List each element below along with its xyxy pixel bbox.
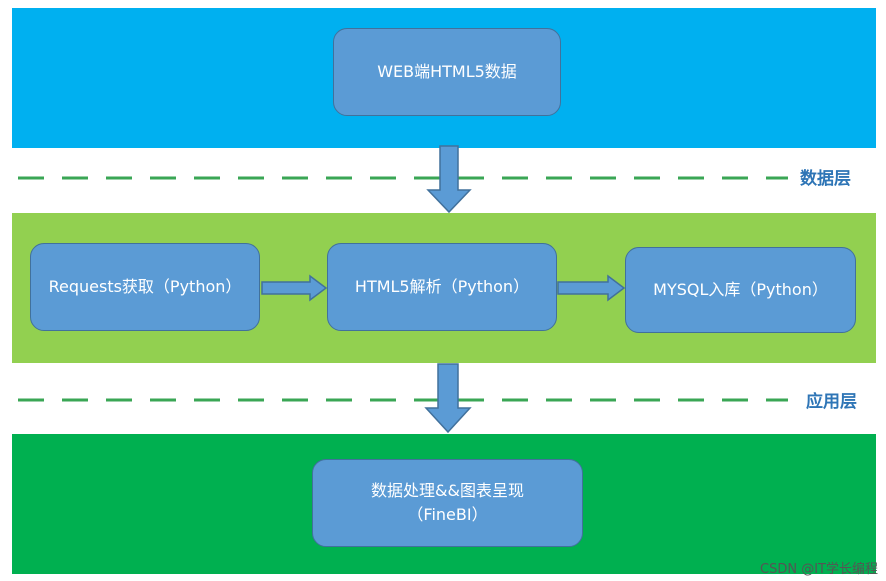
finebi-visualization-node: 数据处理&&图表呈现 （FineBI）	[312, 459, 583, 547]
data-layer-label: 数据层	[800, 169, 851, 189]
web-html5-data-node: WEB端HTML5数据	[333, 28, 561, 116]
right-arrow-1	[261, 274, 328, 302]
html5-parse-node: HTML5解析（Python）	[327, 243, 557, 331]
finebi-line2-label: （FineBI）	[407, 505, 488, 524]
mysql-store-node: MYSQL入库（Python）	[625, 247, 856, 333]
mysql-store-label: MYSQL入库（Python）	[653, 280, 828, 299]
requests-fetch-label: Requests获取（Python）	[48, 277, 242, 296]
down-arrow-1	[426, 145, 472, 214]
app-layer-label: 应用层	[806, 392, 857, 412]
down-arrow-2	[424, 363, 472, 434]
web-html5-data-label: WEB端HTML5数据	[377, 62, 517, 81]
html5-parse-label: HTML5解析（Python）	[354, 277, 530, 296]
watermark-caption: CSDN @IT学长编程	[760, 562, 878, 577]
requests-fetch-node: Requests获取（Python）	[30, 243, 260, 331]
finebi-line1-label: 数据处理&&图表呈现	[371, 481, 524, 500]
right-arrow-2	[557, 274, 626, 302]
